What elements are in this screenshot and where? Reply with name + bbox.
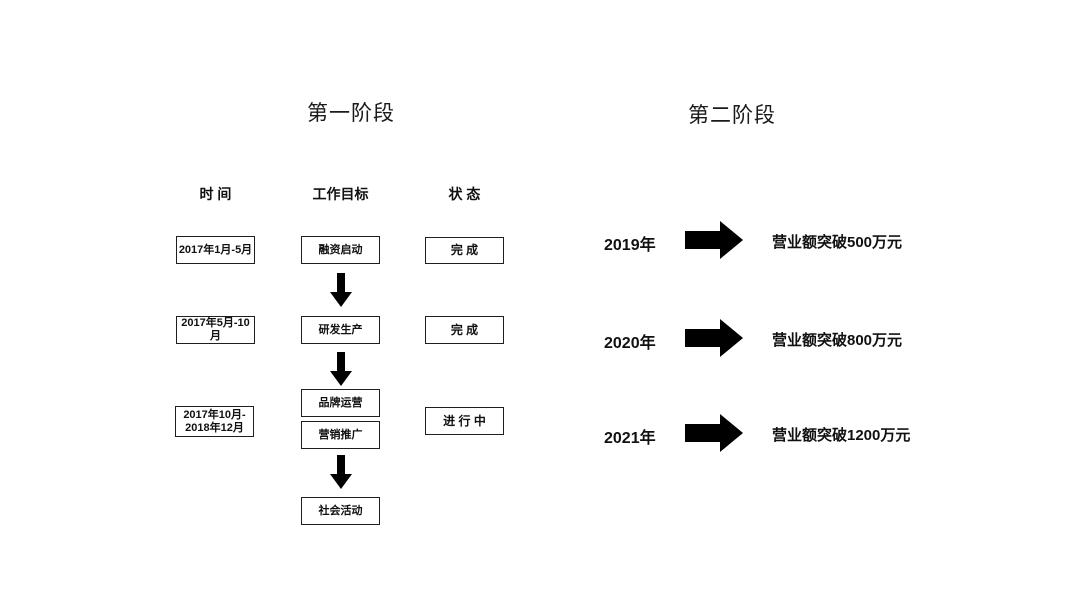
status-box-row3: 进 行 中 [425, 407, 504, 435]
goal-box-marketing: 营销推广 [301, 421, 380, 449]
goal-box-rd-production: 研发生产 [301, 316, 380, 344]
milestone-target-2019: 营业额突破500万元 [772, 234, 903, 251]
milestone-target-2021: 营业额突破1200万元 [772, 427, 911, 444]
flow-down-arrow-icon [330, 273, 352, 307]
phase1-title: 第一阶段 [307, 102, 395, 125]
time-box-row2: 2017年5月-10月 [176, 316, 255, 344]
milestone-right-arrow-icon [685, 414, 743, 452]
goal-box-financing: 融资启动 [301, 236, 380, 264]
milestone-year-2020: 2020年 [604, 335, 656, 352]
status-box-row1: 完 成 [425, 237, 504, 264]
goal-box-social-activity: 社会活动 [301, 497, 380, 525]
phase1-header-time: 时 间 [199, 186, 232, 202]
phase2-title: 第二阶段 [688, 104, 776, 127]
phase1-header-goal: 工作目标 [312, 186, 369, 202]
flow-down-arrow-icon [330, 455, 352, 489]
flow-down-arrow-icon [330, 352, 352, 386]
milestone-year-2021: 2021年 [604, 430, 656, 447]
status-box-row2: 完 成 [425, 316, 504, 344]
time-box-row3: 2017年10月- 2018年12月 [175, 406, 254, 437]
phase1-header-status: 状 态 [448, 186, 481, 202]
milestone-right-arrow-icon [685, 221, 743, 259]
time-box-row1: 2017年1月-5月 [176, 236, 255, 264]
milestone-right-arrow-icon [685, 319, 743, 357]
goal-box-brand-ops: 品牌运营 [301, 389, 380, 417]
milestone-target-2020: 营业额突破800万元 [772, 332, 903, 349]
milestone-year-2019: 2019年 [604, 237, 656, 254]
